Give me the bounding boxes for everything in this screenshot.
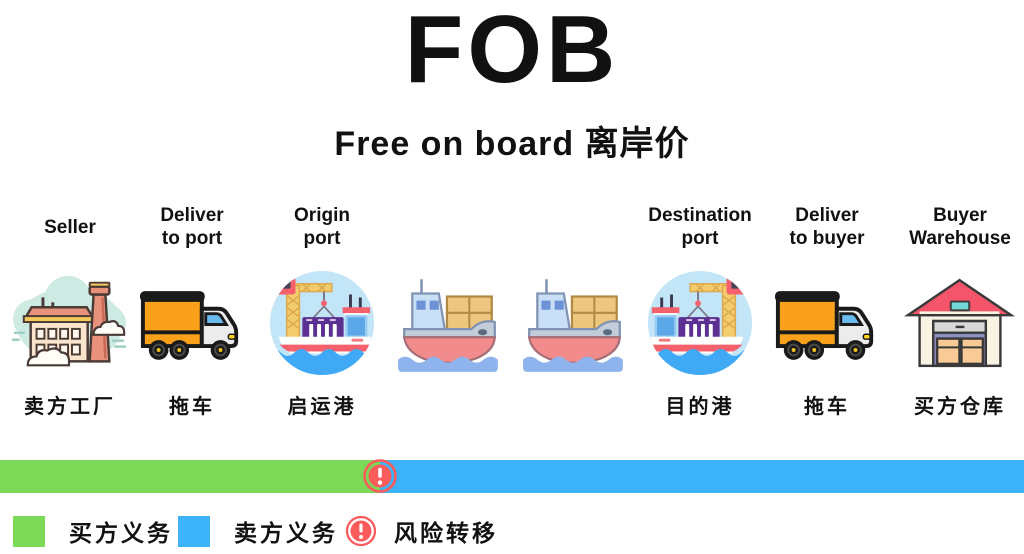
green-swatch (13, 515, 45, 547)
stage-origin-port: Origin port (257, 198, 387, 419)
bar-right-segment (380, 460, 1024, 493)
stage-buyer-warehouse: Buyer Warehouse 买方仓库 (895, 198, 1024, 419)
stage-label: Origin port (294, 205, 350, 249)
stage-label: Seller (44, 216, 96, 238)
stage-destination-port: Destination port (635, 198, 765, 419)
legend-item-risk-transfer: 风险转移 (344, 514, 498, 548)
risk-bar (0, 457, 1024, 495)
legend-item-seller-obligation: 卖方义务 (178, 514, 338, 548)
page-title: FOB (404, 0, 620, 103)
page-subtitle: Free on board 离岸价 (334, 125, 690, 163)
stage-deliver-to-buyer: Deliver to buyer 拖车 (762, 198, 892, 419)
origin-port-icon (257, 262, 387, 384)
truck-icon (127, 262, 257, 384)
stage-caption: 目的港 (665, 396, 735, 418)
stage-caption: 买方仓库 (914, 396, 1006, 418)
warehouse-icon (895, 262, 1024, 384)
legend-label: 卖方义务 (234, 520, 338, 546)
risk-transfer-exclamation-icon (361, 457, 399, 495)
stage-label: Destination port (648, 205, 752, 249)
destination-port-icon (635, 262, 765, 384)
factory-icon (5, 262, 135, 384)
truck-icon (762, 262, 892, 384)
stage-caption: 启运港 (287, 396, 357, 418)
stage-label: Deliver to buyer (789, 205, 865, 249)
stage-caption: 拖车 (804, 396, 850, 418)
stage-label (510, 198, 640, 258)
exclamation-icon (344, 514, 378, 548)
blue-swatch (178, 515, 210, 547)
legend-label: 买方义务 (69, 520, 173, 546)
legend-label: 风险转移 (394, 520, 498, 546)
stage-caption: 拖车 (169, 396, 215, 418)
stage-caption: 卖方工厂 (24, 396, 116, 418)
stage-ship-outbound (385, 198, 515, 390)
cargo-ship-icon (385, 262, 515, 384)
legend: 买方义务 卖方义务 风险转移 (0, 514, 1024, 554)
stage-seller: Seller (5, 198, 135, 419)
stage-label (385, 198, 515, 258)
legend-item-buyer-obligation: 买方义务 (13, 514, 173, 548)
stage-ship-inbound (510, 198, 640, 390)
cargo-ship-icon (510, 262, 640, 384)
stage-deliver-to-port: Deliver to port 拖车 (127, 198, 257, 419)
stage-label: Deliver to port (160, 205, 224, 249)
stage-label: Buyer Warehouse (909, 205, 1011, 249)
bar-left-segment (0, 460, 380, 493)
